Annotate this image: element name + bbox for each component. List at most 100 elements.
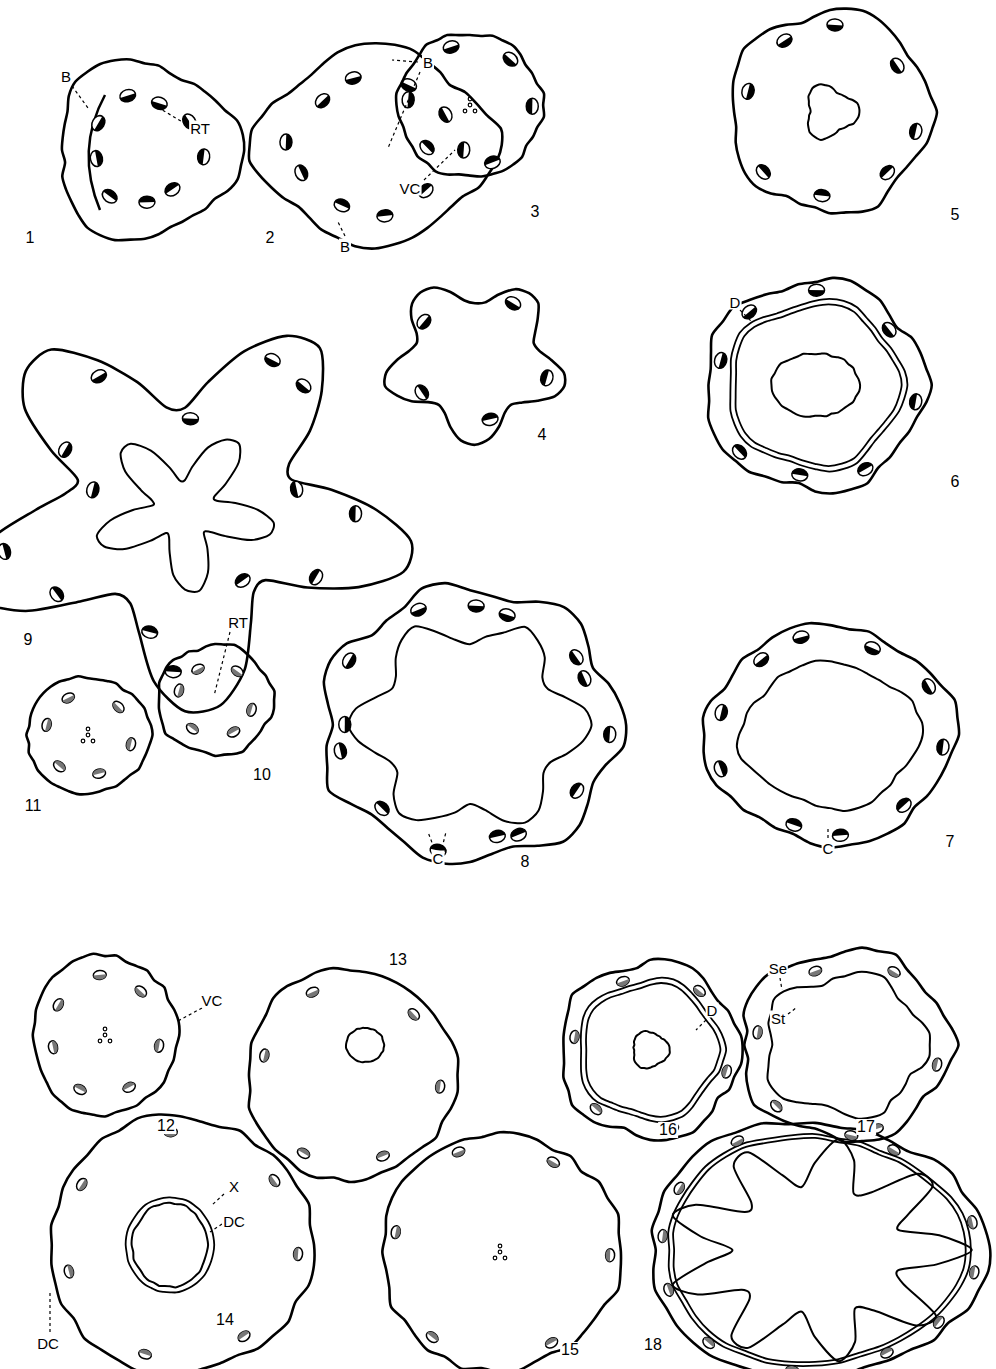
vascular-bundle xyxy=(855,460,875,478)
vascular-cylinder xyxy=(468,97,472,101)
vascular-bundle xyxy=(229,664,245,679)
vascular-bundle xyxy=(751,650,771,669)
leader-line xyxy=(176,1008,202,1022)
vascular-cylinder xyxy=(103,1033,107,1037)
vascular-cylinder xyxy=(473,109,477,113)
vascular-bundle xyxy=(332,197,351,214)
vascular-bundle xyxy=(879,1346,895,1360)
vascular-cylinder xyxy=(468,103,472,107)
vascular-bundle xyxy=(41,717,53,732)
figure-number: 8 xyxy=(520,854,531,870)
vascular-bundle xyxy=(92,768,107,780)
tissue-label: X xyxy=(228,1179,240,1194)
figure-number: 12 xyxy=(156,1118,176,1134)
vascular-bundle xyxy=(605,1249,614,1262)
tissue-outline xyxy=(733,9,937,214)
vascular-bundle xyxy=(880,320,899,340)
tissue-label: St xyxy=(770,1011,786,1026)
vascular-bundle xyxy=(567,647,586,667)
vascular-bundle xyxy=(182,412,199,425)
vascular-cylinder xyxy=(98,1039,102,1043)
tissue-outline xyxy=(708,278,932,494)
vascular-bundle xyxy=(791,468,809,482)
leader-line xyxy=(827,828,828,838)
vascular-bundle xyxy=(153,1039,164,1053)
tissue-outline xyxy=(132,1203,209,1288)
vascular-bundle xyxy=(481,412,499,427)
vascular-cylinder xyxy=(463,109,467,113)
vascular-bundle xyxy=(0,542,12,561)
vascular-bundle xyxy=(305,985,321,999)
vascular-bundle xyxy=(730,1134,746,1148)
vascular-bundle xyxy=(714,703,729,721)
figure-number: 15 xyxy=(560,1342,580,1358)
leader-line xyxy=(392,60,418,62)
vascular-bundle xyxy=(51,997,65,1013)
vascular-bundle xyxy=(409,601,428,618)
vascular-bundle xyxy=(263,351,283,369)
figure-number: 14 xyxy=(215,1312,235,1328)
vascular-bundle xyxy=(100,187,120,206)
vascular-bundle xyxy=(468,600,485,613)
vascular-bundle xyxy=(233,571,253,590)
vascular-bundle xyxy=(121,1080,137,1094)
leader-line xyxy=(214,632,230,696)
vascular-bundle xyxy=(442,39,461,55)
vascular-bundle xyxy=(236,1329,252,1344)
vascular-bundle xyxy=(500,49,520,69)
vascular-bundle xyxy=(412,382,431,402)
vascular-bundle xyxy=(226,725,242,739)
vascular-bundle xyxy=(886,1143,902,1157)
vascular-bundle xyxy=(567,781,586,801)
tissue-label: VC xyxy=(201,993,224,1008)
vascular-bundle xyxy=(339,716,351,732)
vascular-bundle xyxy=(267,1173,282,1189)
vascular-cylinder xyxy=(86,727,90,731)
figure-number: 5 xyxy=(950,207,961,223)
vascular-bundle xyxy=(713,351,729,370)
vascular-bundle xyxy=(526,98,538,114)
vascular-bundle xyxy=(163,180,183,199)
tissue-label: RT xyxy=(227,615,249,630)
figure-outlines xyxy=(0,9,990,1369)
vascular-bundle xyxy=(752,1025,763,1039)
vascular-bundle xyxy=(908,393,923,411)
leader-line xyxy=(788,1008,796,1014)
vascular-bundle xyxy=(808,284,824,296)
vascular-bundle xyxy=(292,163,310,183)
figure-number: 9 xyxy=(23,632,34,648)
vascular-bundle xyxy=(739,302,759,322)
leader-line xyxy=(740,310,752,322)
vascular-cylinder xyxy=(81,739,85,743)
figure-number: 4 xyxy=(537,427,548,443)
vascular-bundle xyxy=(89,150,104,168)
figure-number: 11 xyxy=(24,798,43,814)
tissue-outline xyxy=(51,1114,315,1369)
vascular-bundle xyxy=(483,154,502,171)
leader-line xyxy=(424,150,455,180)
tissue-outline xyxy=(736,304,902,466)
figure-number: 18 xyxy=(643,1337,663,1353)
vascular-bundle xyxy=(569,1030,580,1044)
leader-line xyxy=(780,978,782,990)
tissue-outline xyxy=(33,954,180,1117)
vascular-bundle xyxy=(808,965,823,978)
tissue-outline xyxy=(97,440,274,592)
figure-number: 17 xyxy=(856,1119,876,1135)
vascular-bundle xyxy=(662,1282,675,1297)
vascular-bundle xyxy=(133,984,149,999)
vascular-bundle xyxy=(886,965,902,979)
vascular-cylinder xyxy=(86,733,90,737)
figure-number: 10 xyxy=(252,767,272,783)
vascular-bundle xyxy=(190,662,206,676)
vascular-bundle xyxy=(539,369,555,388)
figure-number: 1 xyxy=(25,230,36,246)
vascular-bundle xyxy=(390,1225,401,1239)
tissue-outline xyxy=(62,59,244,240)
tissue-label: C xyxy=(822,841,835,856)
vascular-bundle xyxy=(784,817,803,834)
tissue-outline xyxy=(382,1132,621,1369)
leader-line xyxy=(388,72,420,148)
vascular-bundle xyxy=(721,1064,733,1079)
vascular-bundle xyxy=(197,148,211,165)
